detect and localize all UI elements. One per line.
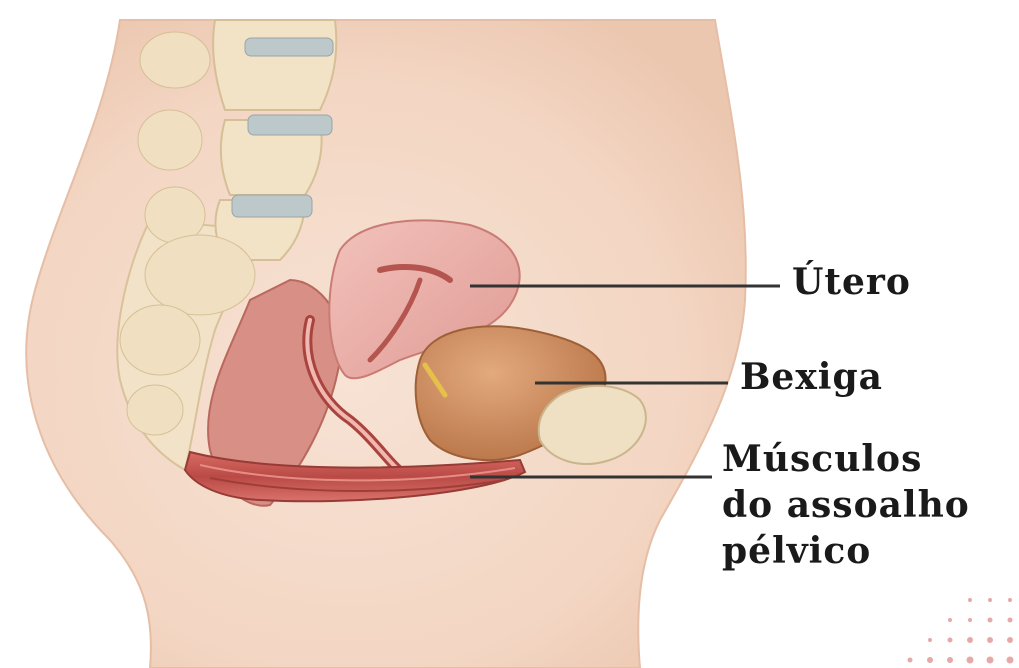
label-bexiga: Bexiga [740,358,883,398]
label-musculos-assoalho-pelvico: Músculos do assoalho pélvico [722,440,1012,578]
label-utero: Útero [792,263,911,303]
label-line: Músculos [722,440,1012,486]
decorative-dots [908,598,1014,664]
label-line: do assoalho [722,486,1012,532]
vertebral-disc [232,195,312,217]
vertebral-disc [248,115,332,135]
label-line: pélvico [722,532,1012,578]
vertebral-disc [245,38,333,56]
